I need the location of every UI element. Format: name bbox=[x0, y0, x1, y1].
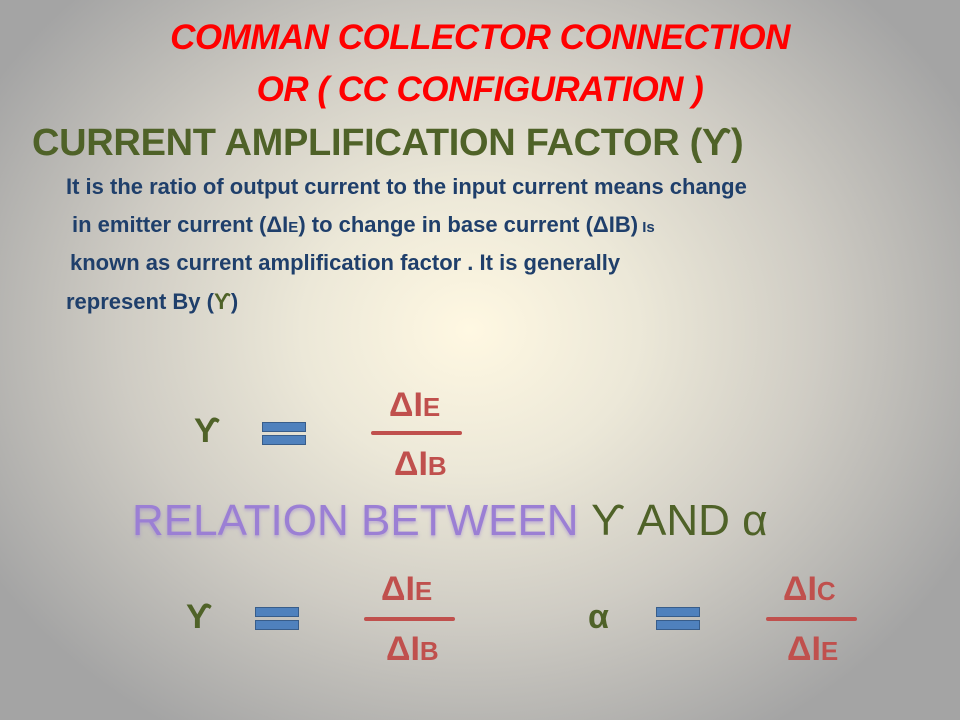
slide-title-line1: COMMAN COLLECTOR CONNECTION bbox=[170, 18, 790, 57]
relation-heading-symbols: ϒ AND α bbox=[590, 496, 768, 545]
fraction-bar bbox=[364, 617, 455, 621]
subscript: C bbox=[816, 576, 836, 606]
alpha-symbol: α bbox=[588, 598, 609, 636]
relation-heading: RELATION BETWEEN ϒ AND α bbox=[132, 496, 768, 546]
text: represent By ( bbox=[66, 289, 214, 314]
relation-heading-text: RELATION BETWEEN bbox=[132, 496, 579, 545]
subscript: E bbox=[820, 636, 839, 666]
text: ΔI bbox=[389, 386, 423, 424]
gamma-symbol: ϒ bbox=[194, 412, 221, 450]
fraction-bar bbox=[371, 431, 462, 435]
definition-line4: represent By (ϒ) bbox=[66, 283, 238, 321]
text: Is bbox=[638, 219, 655, 236]
section-heading: CURRENT AMPLIFICATION FACTOR (ϒ) bbox=[32, 122, 744, 164]
fraction-denominator: ΔIE bbox=[787, 630, 838, 669]
definition-line1: It is the ratio of output current to the… bbox=[66, 174, 747, 199]
equals-icon bbox=[262, 422, 306, 446]
gamma-symbol: ϒ bbox=[186, 598, 213, 636]
slide-title-line2: OR ( CC CONFIGURATION ) bbox=[256, 70, 704, 109]
fraction-numerator: ΔIC bbox=[783, 570, 836, 609]
subscript: B bbox=[427, 451, 447, 481]
text: ΔI bbox=[787, 630, 821, 668]
subscript: E bbox=[422, 392, 441, 422]
gamma-symbol: ϒ bbox=[213, 289, 231, 314]
text: ΔI bbox=[386, 630, 420, 668]
subscript: E bbox=[288, 219, 299, 236]
text: in emitter current (ΔI bbox=[72, 212, 289, 237]
subscript: E bbox=[414, 576, 433, 606]
fraction-bar bbox=[766, 617, 857, 621]
definition-line2: in emitter current (ΔIE) to change in ba… bbox=[72, 206, 655, 247]
text: ) bbox=[230, 289, 239, 314]
equals-icon bbox=[255, 607, 299, 631]
subscript: B bbox=[419, 636, 439, 666]
equals-icon bbox=[656, 607, 700, 631]
fraction-numerator: ΔIE bbox=[381, 570, 432, 609]
text: ΔI bbox=[381, 570, 415, 608]
definition-line3: known as current amplification factor . … bbox=[70, 250, 621, 275]
fraction-denominator: ΔIB bbox=[386, 630, 439, 669]
text: ΔI bbox=[394, 445, 428, 483]
text: ) to change in base current (ΔIB) bbox=[298, 212, 639, 237]
fraction-numerator: ΔIE bbox=[389, 386, 440, 425]
text: ΔI bbox=[783, 570, 817, 608]
fraction-denominator: ΔIB bbox=[394, 445, 447, 484]
